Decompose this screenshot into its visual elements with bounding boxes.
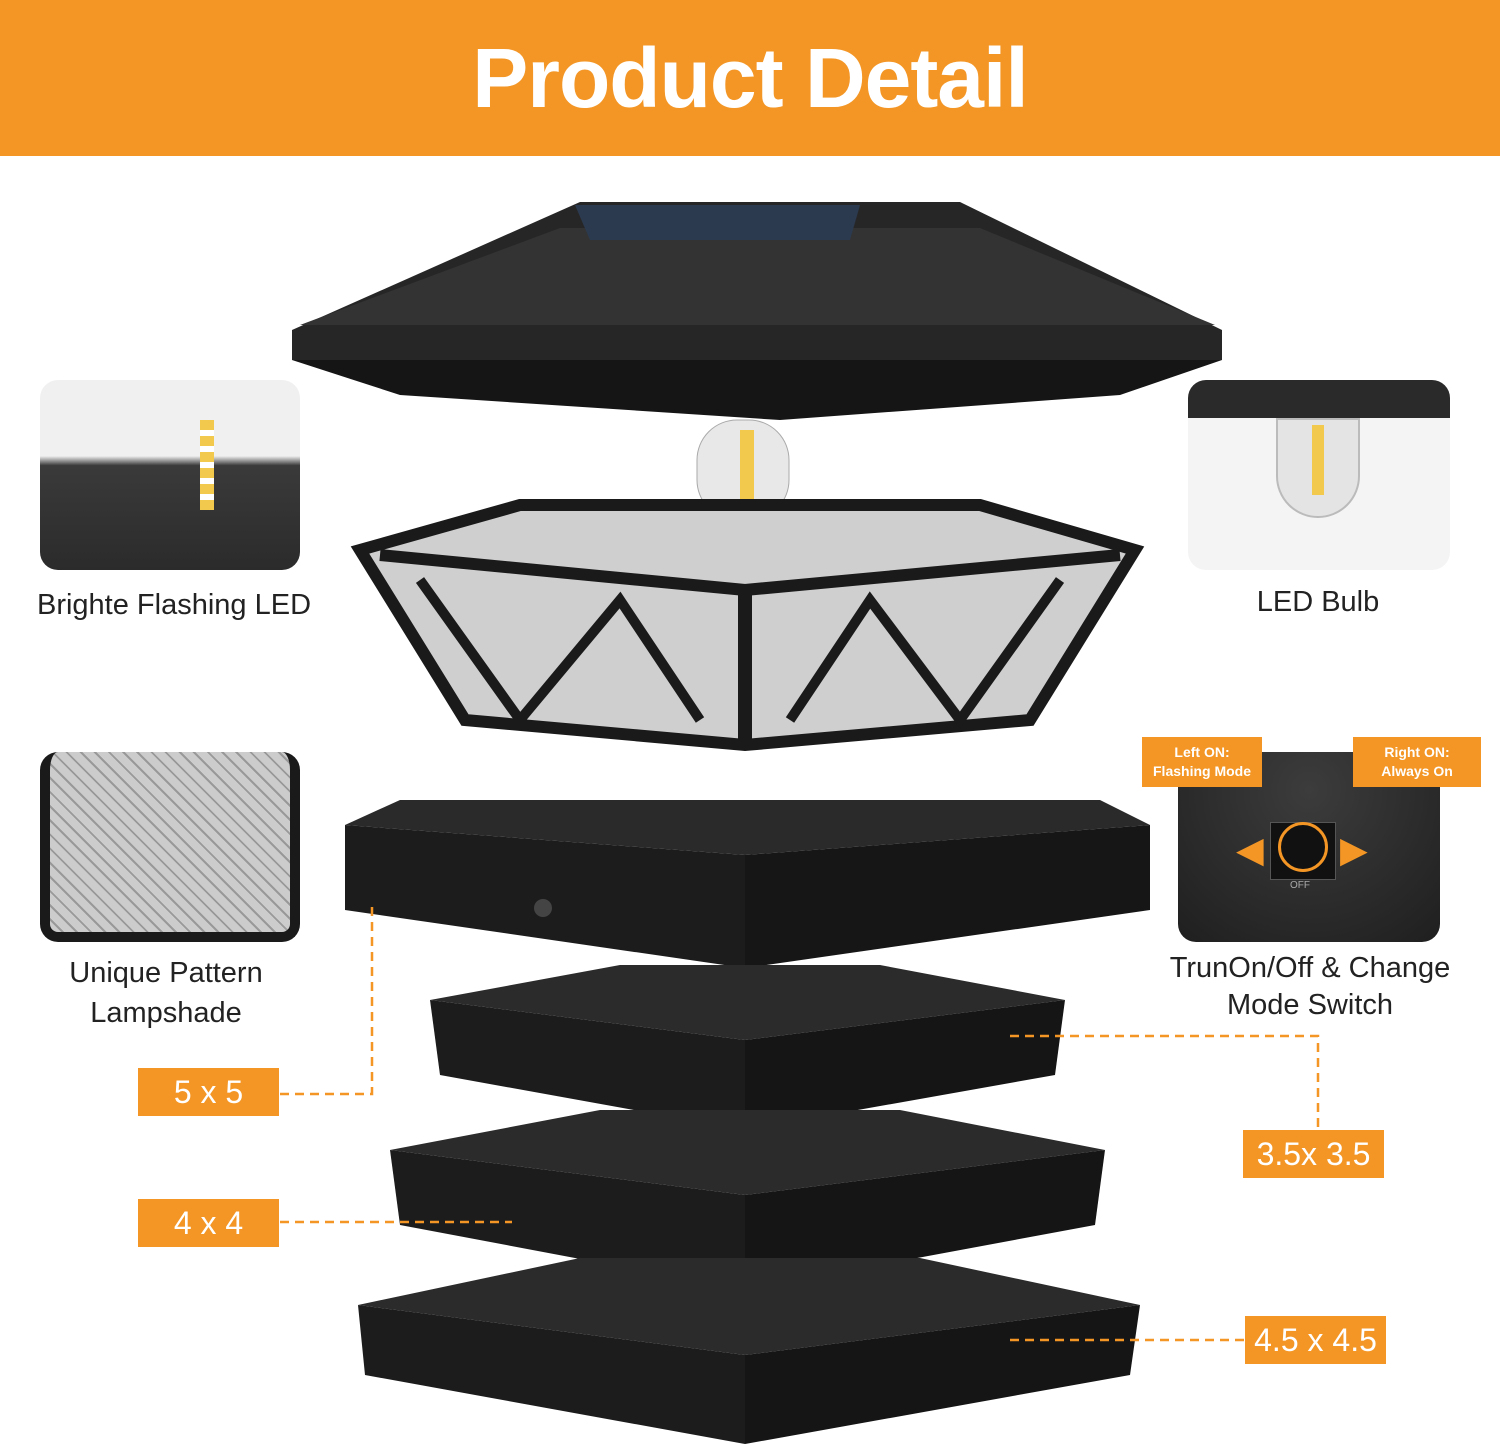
callout-right-line1: Right ON:: [1384, 744, 1450, 760]
led-bulb: [696, 419, 790, 521]
callout-left-line1: Left ON:: [1174, 744, 1230, 760]
size-tag-4-5x4-5: 4.5 x 4.5: [1245, 1316, 1386, 1364]
solar-panel: [575, 205, 860, 240]
label-lampshade: Unique Pattern Lampshade: [16, 953, 316, 1033]
arrow-right-icon: ▶: [1340, 829, 1368, 870]
label-lampshade-line1: Unique Pattern: [69, 957, 263, 989]
thumb-lampshade: [40, 752, 300, 942]
lampshade: [350, 499, 1145, 752]
off-label: OFF: [1290, 880, 1310, 891]
cap-edge: [1188, 380, 1450, 418]
base: [345, 800, 1150, 968]
size-tag-3-5x3-5: 3.5x 3.5: [1243, 1130, 1384, 1178]
arrow-left-icon: ◀: [1236, 829, 1264, 870]
callout-right-line2: Always On: [1381, 763, 1453, 779]
leader-lines: [280, 905, 1320, 1342]
adapter-3-5: [430, 965, 1065, 1130]
label-switch-line1: TrunOn/Off & Change: [1169, 952, 1451, 984]
label-switch: TrunOn/Off & Change Mode Switch: [1140, 950, 1480, 1024]
label-flashing-led: Brighte Flashing LED: [36, 589, 312, 621]
label-switch-line2: Mode Switch: [1226, 989, 1393, 1021]
label-led-bulb: LED Bulb: [1256, 586, 1380, 618]
page-title: Product Detail: [472, 30, 1028, 125]
label-lampshade-line2: Lampshade: [90, 997, 242, 1029]
callout-left-line2: Flashing Mode: [1153, 763, 1251, 779]
led-strip: [1312, 425, 1324, 495]
callout-left-on: Left ON: Flashing Mode: [1142, 737, 1262, 787]
header-banner: Product Detail: [0, 0, 1500, 156]
thumb-led-bulb: [1188, 380, 1450, 570]
switch-circle: [1278, 822, 1328, 872]
adapter-4-5: [358, 1258, 1140, 1444]
solar-cap: [292, 202, 1222, 420]
size-tag-4x4: 4 x 4: [138, 1199, 279, 1247]
led-strip-icon: [200, 420, 214, 510]
callout-right-on: Right ON: Always On: [1353, 737, 1481, 787]
size-tag-5x5: 5 x 5: [138, 1068, 279, 1116]
thumb-flashing-led: [40, 380, 300, 570]
adapter-4: [390, 1110, 1105, 1290]
